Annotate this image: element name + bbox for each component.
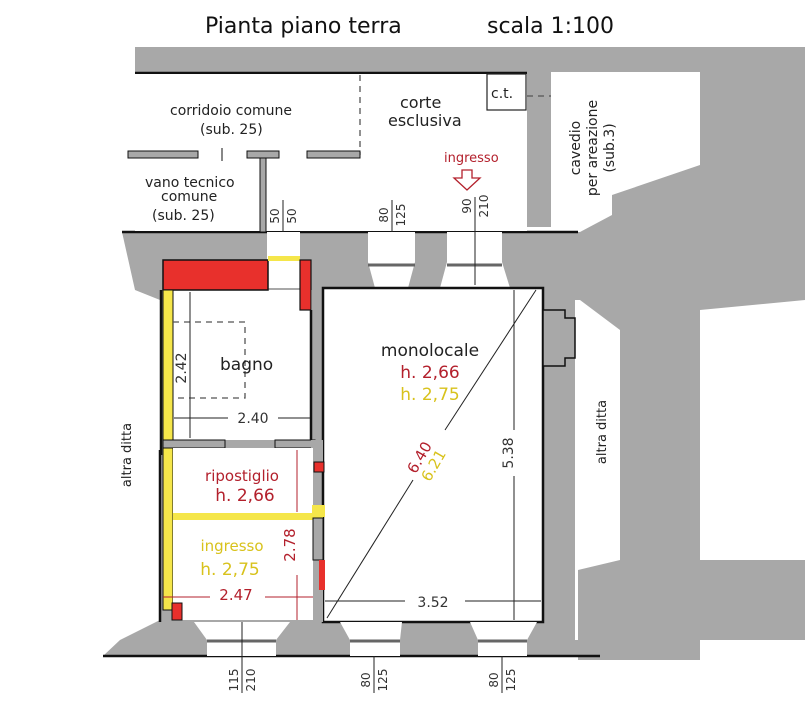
svg-text:80: 80 (359, 672, 373, 687)
cavedio-label-2: per areazione (585, 100, 601, 196)
ripostiglio-height: h. 2,66 (215, 486, 274, 506)
ingresso-height: h. 2,75 (200, 560, 259, 580)
ingresso-dim-h: 2.78 (281, 528, 299, 561)
ct-label: c.t. (491, 86, 513, 102)
vano-label-1: vano tecnico (145, 175, 235, 191)
corte-label-1: corte (400, 93, 441, 112)
svg-text:50: 50 (268, 208, 282, 223)
ct-box (486, 73, 527, 111)
svg-text:115: 115 (227, 669, 241, 692)
corridoio-sub: (sub. 25) (200, 122, 263, 138)
svg-text:125: 125 (504, 669, 518, 692)
ingresso-arrow-label: ingresso (444, 151, 499, 166)
bagno-dim-w: 2.40 (237, 411, 268, 427)
svg-text:125: 125 (394, 204, 408, 227)
svg-text:80: 80 (377, 207, 391, 222)
ingresso-label: ingresso (200, 537, 263, 555)
svg-text:50: 50 (285, 208, 299, 223)
monolocale-height-red: h. 2,66 (400, 363, 459, 383)
altra-ditta-right: altra ditta (595, 400, 610, 464)
cavedio-label-3: (sub.3) (602, 123, 618, 172)
corridor-walls (127, 148, 361, 233)
monolocale-height-yellow: h. 2,75 (400, 385, 459, 405)
svg-text:90: 90 (460, 198, 474, 213)
bagno-label: bagno (220, 355, 273, 375)
entrance-arrow-icon (452, 169, 482, 191)
svg-text:210: 210 (244, 669, 258, 692)
corte-label-2: esclusiva (388, 111, 462, 130)
svg-text:210: 210 (477, 195, 491, 218)
svg-text:80: 80 (487, 672, 501, 687)
ingresso-dim-w: 2.47 (219, 586, 252, 604)
plan-title: Pianta piano terra (205, 14, 402, 39)
monolocale-dim-h: 5.38 (501, 437, 517, 468)
monolocale-dim-w: 3.52 (417, 595, 448, 611)
window-opening (470, 622, 537, 656)
corridoio-label: corridoio comune (170, 103, 292, 119)
bagno-dim-h: 2.42 (174, 352, 190, 383)
cavedio-label-1: cavedio (568, 121, 584, 176)
ripostiglio-label: ripostiglio (205, 467, 279, 485)
pillar (527, 72, 551, 227)
svg-text:125: 125 (376, 669, 390, 692)
vano-sub: (sub. 25) (152, 208, 215, 224)
vano-label-2: comune (161, 189, 217, 205)
opening-dims-bottom: 115 210 80 125 80 125 (227, 622, 518, 693)
opening-dims-top: 50 50 80 125 90 210 (268, 195, 491, 285)
window-opening (340, 622, 402, 656)
monolocale-label: monolocale (381, 341, 479, 361)
window-opening (368, 232, 415, 288)
altra-ditta-left: altra ditta (120, 423, 135, 487)
plan-scale: scala 1:100 (487, 14, 614, 39)
